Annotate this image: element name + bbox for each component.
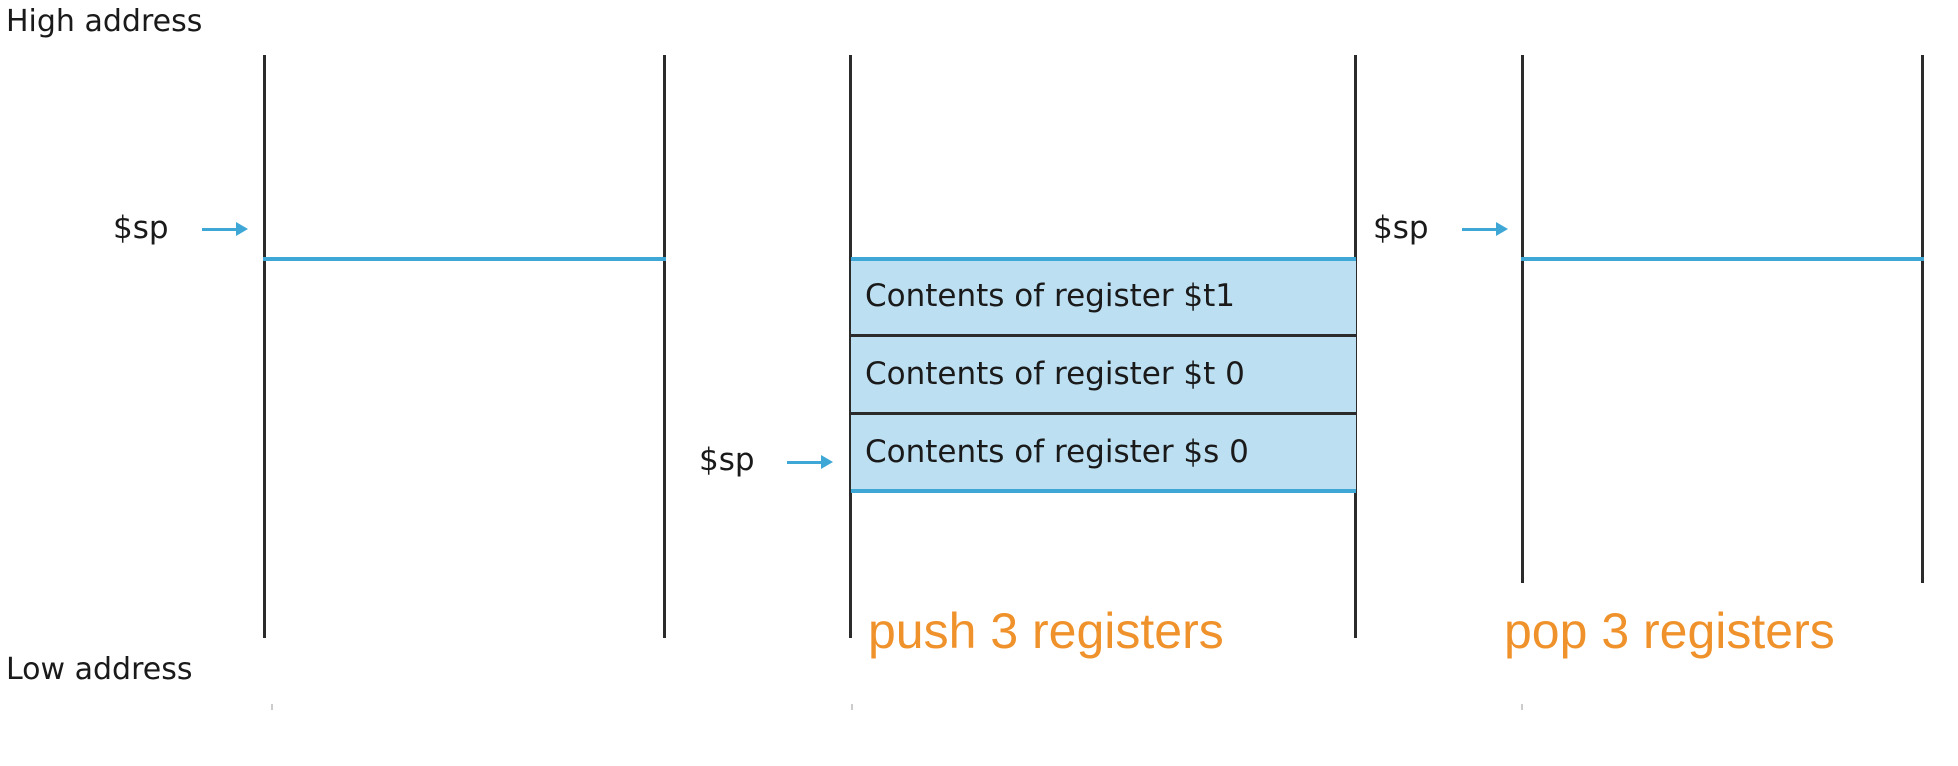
stack-push-cell-divider — [851, 334, 1356, 337]
stack-push-cell-t0: Contents of register $t 0 — [851, 337, 1356, 412]
stack-initial-sp-arrow-icon — [202, 222, 248, 236]
stack-initial-right-wall — [663, 55, 666, 638]
stack-pop-left-wall — [1521, 55, 1524, 583]
stack-initial-sp-marker-line — [263, 257, 666, 261]
low-address-label: Low address — [6, 652, 193, 687]
stack-push-bottom-line — [851, 489, 1356, 493]
stack-push-left-wall — [849, 55, 852, 638]
stack-push-cell-t1: Contents of register $t1 — [851, 259, 1356, 334]
stack-push-top-line — [851, 257, 1356, 261]
stack-initial-left-wall — [263, 55, 266, 638]
stack-pop-sp-marker-line — [1521, 257, 1924, 261]
tick-mark — [271, 704, 273, 710]
push-caption: push 3 registers — [868, 603, 1224, 659]
pop-caption: pop 3 registers — [1504, 603, 1835, 659]
stack-pop-sp-arrow-icon — [1462, 222, 1508, 236]
tick-mark — [851, 704, 853, 710]
stack-initial-sp-label: $sp — [113, 210, 169, 246]
high-address-label: High address — [6, 4, 203, 39]
stack-push-cell-s0: Contents of register $s 0 — [851, 415, 1356, 490]
stack-push-sp-label: $sp — [699, 442, 755, 478]
stack-push-cell-divider — [851, 412, 1356, 415]
stack-push-sp-arrow-icon — [787, 455, 833, 469]
stack-pop-right-wall — [1921, 55, 1924, 583]
stack-pop-sp-label: $sp — [1373, 210, 1429, 246]
tick-mark — [1521, 704, 1523, 710]
